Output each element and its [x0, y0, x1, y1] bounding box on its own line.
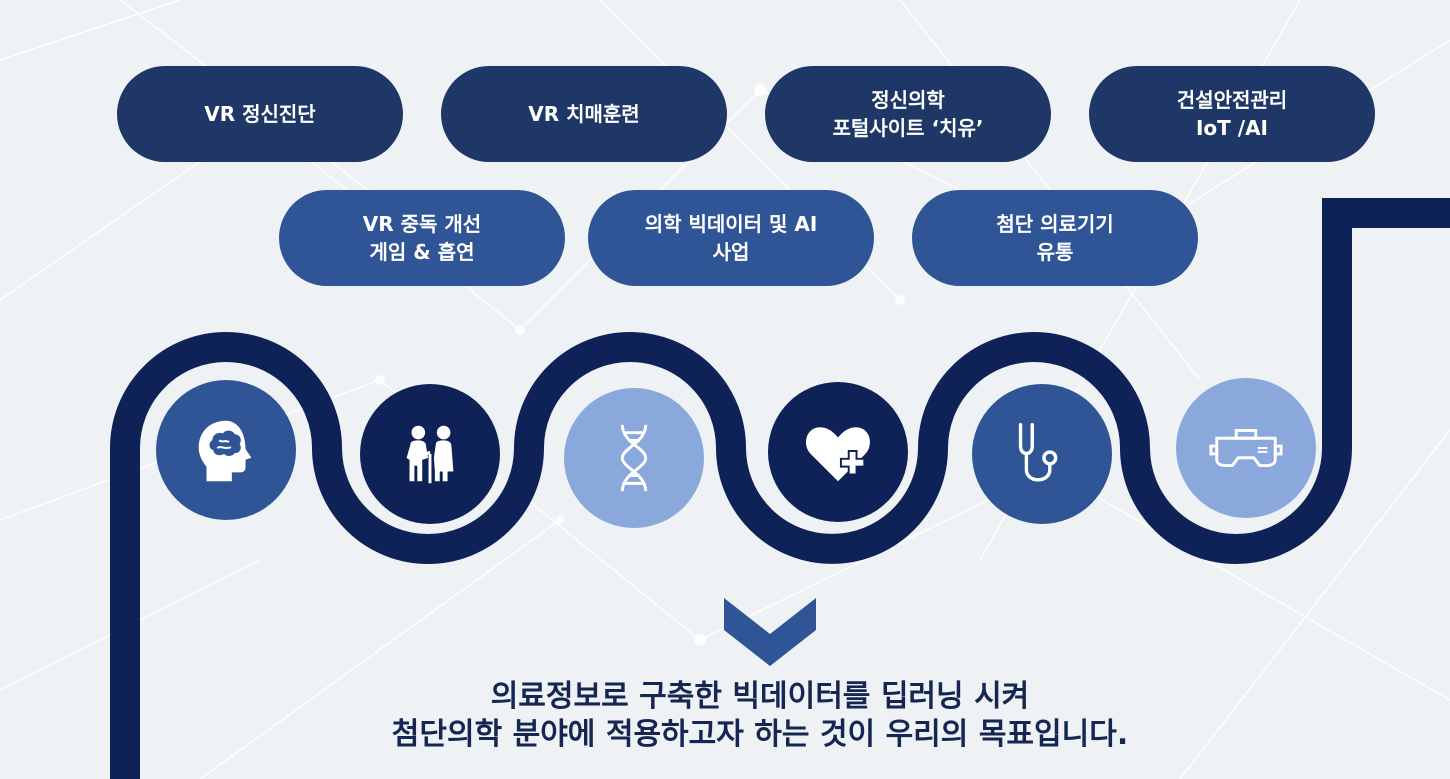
pill-label-line2: IoT /AI [1195, 116, 1268, 140]
pill-label: VR 치매훈련 [528, 102, 640, 126]
pill-vr-addiction-game: VR 중독 개선 게임 & 흡연 [279, 190, 565, 286]
goal-message: 의료정보로 구축한 빅데이터를 딥러닝 시켜 첨단의학 분야에 적용하고자 하는… [300, 678, 1220, 754]
pill-label-line2: 사업 [712, 240, 750, 264]
pill-label-line2: 유통 [1036, 240, 1074, 264]
pill-label-line2: 게임 & 흡연 [369, 240, 475, 264]
vr-headset-icon [1176, 378, 1316, 518]
pill-vr-dementia-training: VR 치매훈련 [441, 66, 727, 162]
chevron-down-icon [724, 598, 816, 666]
pill-label: VR 정신진단 [204, 102, 316, 126]
pill-label-line1: 건설안전관리 [1176, 88, 1288, 112]
pill-advanced-medical-devices: 첨단 의료기기 유통 [912, 190, 1198, 286]
pill-label-line1: 의학 빅데이터 및 AI [644, 212, 818, 236]
brain-head-icon [156, 380, 296, 520]
stethoscope-icon [972, 384, 1112, 524]
dna-icon [564, 388, 704, 528]
goal-message-line2: 첨단의학 분야에 적용하고자 하는 것이 우리의 목표입니다. [391, 717, 1129, 752]
pill-label-line2: 포털사이트 ‘치유’ [832, 116, 984, 140]
pill-construction-safety: 건설안전관리 IoT /AI [1089, 66, 1375, 162]
goal-message-line1: 의료정보로 구축한 빅데이터를 딥러닝 시켜 [490, 679, 1030, 714]
heart-plus-icon [768, 382, 908, 522]
pill-label-line1: VR 중독 개선 [362, 212, 482, 236]
pill-vr-mental-diagnosis: VR 정신진단 [117, 66, 403, 162]
pill-label-line1: 첨단 의료기기 [996, 212, 1114, 236]
pill-medical-bigdata-ai: 의학 빅데이터 및 AI 사업 [588, 190, 874, 286]
pill-psychiatry-portal: 정신의학 포털사이트 ‘치유’ [765, 66, 1051, 162]
pill-label-line1: 정신의학 [871, 88, 945, 112]
elderly-couple-icon [360, 384, 500, 524]
